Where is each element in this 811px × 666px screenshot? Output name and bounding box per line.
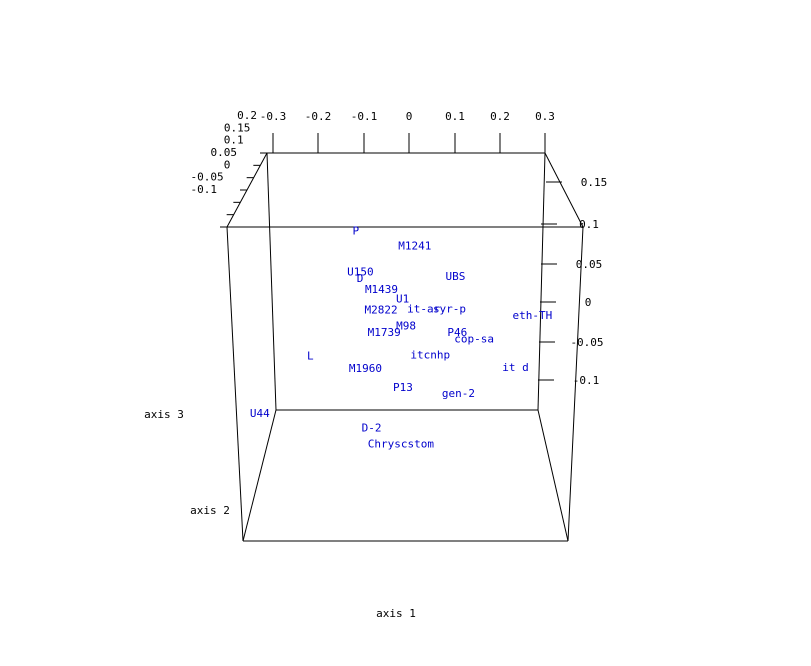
frame-edge	[242, 409, 277, 542]
point-label: U1	[396, 293, 409, 306]
point-label: it d	[502, 361, 529, 374]
frame-edge	[537, 152, 546, 411]
y-tick-label: 0.1	[224, 134, 244, 147]
x-tick-label: 0.1	[445, 110, 465, 123]
frame-edge	[537, 409, 569, 542]
point-label: D	[357, 272, 364, 285]
y-tick-label: -0.1	[191, 183, 218, 196]
point-label: L	[307, 349, 314, 362]
point-label: cop-sa	[454, 332, 494, 345]
x-axis-ticks: -0.3 -0.2 -0.1 0 0.1 0.2 0.3	[260, 110, 555, 153]
point-label: P13	[393, 381, 413, 394]
point-label: eth-TH	[513, 309, 553, 322]
point-label: Chryscstom	[368, 438, 435, 451]
frame-edge	[567, 226, 584, 542]
x-axis-label: axis 1	[376, 607, 416, 620]
y-axis-label: axis 2	[190, 504, 230, 517]
box-frame	[226, 152, 584, 542]
x-tick-label: 0.3	[535, 110, 555, 123]
y-tick-label: 0.15	[224, 121, 251, 134]
point-label: it-ar	[407, 303, 440, 316]
x-tick-label: -0.2	[305, 110, 332, 123]
point-label: M1960	[349, 362, 382, 375]
point-label: gen-2	[442, 387, 475, 400]
point-label: D-2	[362, 421, 382, 434]
point-label: P	[352, 224, 359, 237]
x-tick-label: -0.3	[260, 110, 287, 123]
z-tick-label: 0	[585, 296, 592, 309]
z-tick-label: 0.1	[579, 218, 599, 231]
z-axis-label: axis 3	[144, 408, 184, 421]
point-label: U44	[250, 407, 270, 420]
y-tick-label: 0.2	[237, 109, 257, 122]
z-tick-label: -0.05	[570, 336, 603, 349]
point-label: M2822	[365, 304, 398, 317]
frame-edge	[544, 152, 584, 228]
point-label: M98	[396, 320, 416, 333]
point-label: syr-p	[433, 303, 466, 316]
point-label: U150	[347, 266, 374, 279]
x-tick-label: 0	[406, 110, 413, 123]
y-tick-label: 0	[224, 158, 231, 171]
point-label: M1241	[398, 240, 431, 253]
y-tick-label: 0.05	[211, 146, 238, 159]
frame-edge	[226, 226, 244, 542]
z-axis-ticks: 0.15 0.1 0.05 0 -0.05 -0.1	[538, 176, 607, 387]
frame-edge	[266, 152, 277, 411]
point-label: itcnhp	[410, 349, 450, 362]
y-tick-label: -0.05	[191, 171, 224, 184]
z-tick-label: 0.15	[581, 176, 608, 189]
x-tick-label: 0.2	[490, 110, 510, 123]
point-label: UBS	[445, 270, 465, 283]
z-tick-label: -0.1	[573, 374, 600, 387]
point-label: M1439	[365, 283, 398, 296]
point-label: P46	[447, 326, 467, 339]
x-tick-label: -0.1	[351, 110, 378, 123]
z-tick-label: 0.05	[576, 258, 603, 271]
point-label: M1739	[368, 326, 401, 339]
